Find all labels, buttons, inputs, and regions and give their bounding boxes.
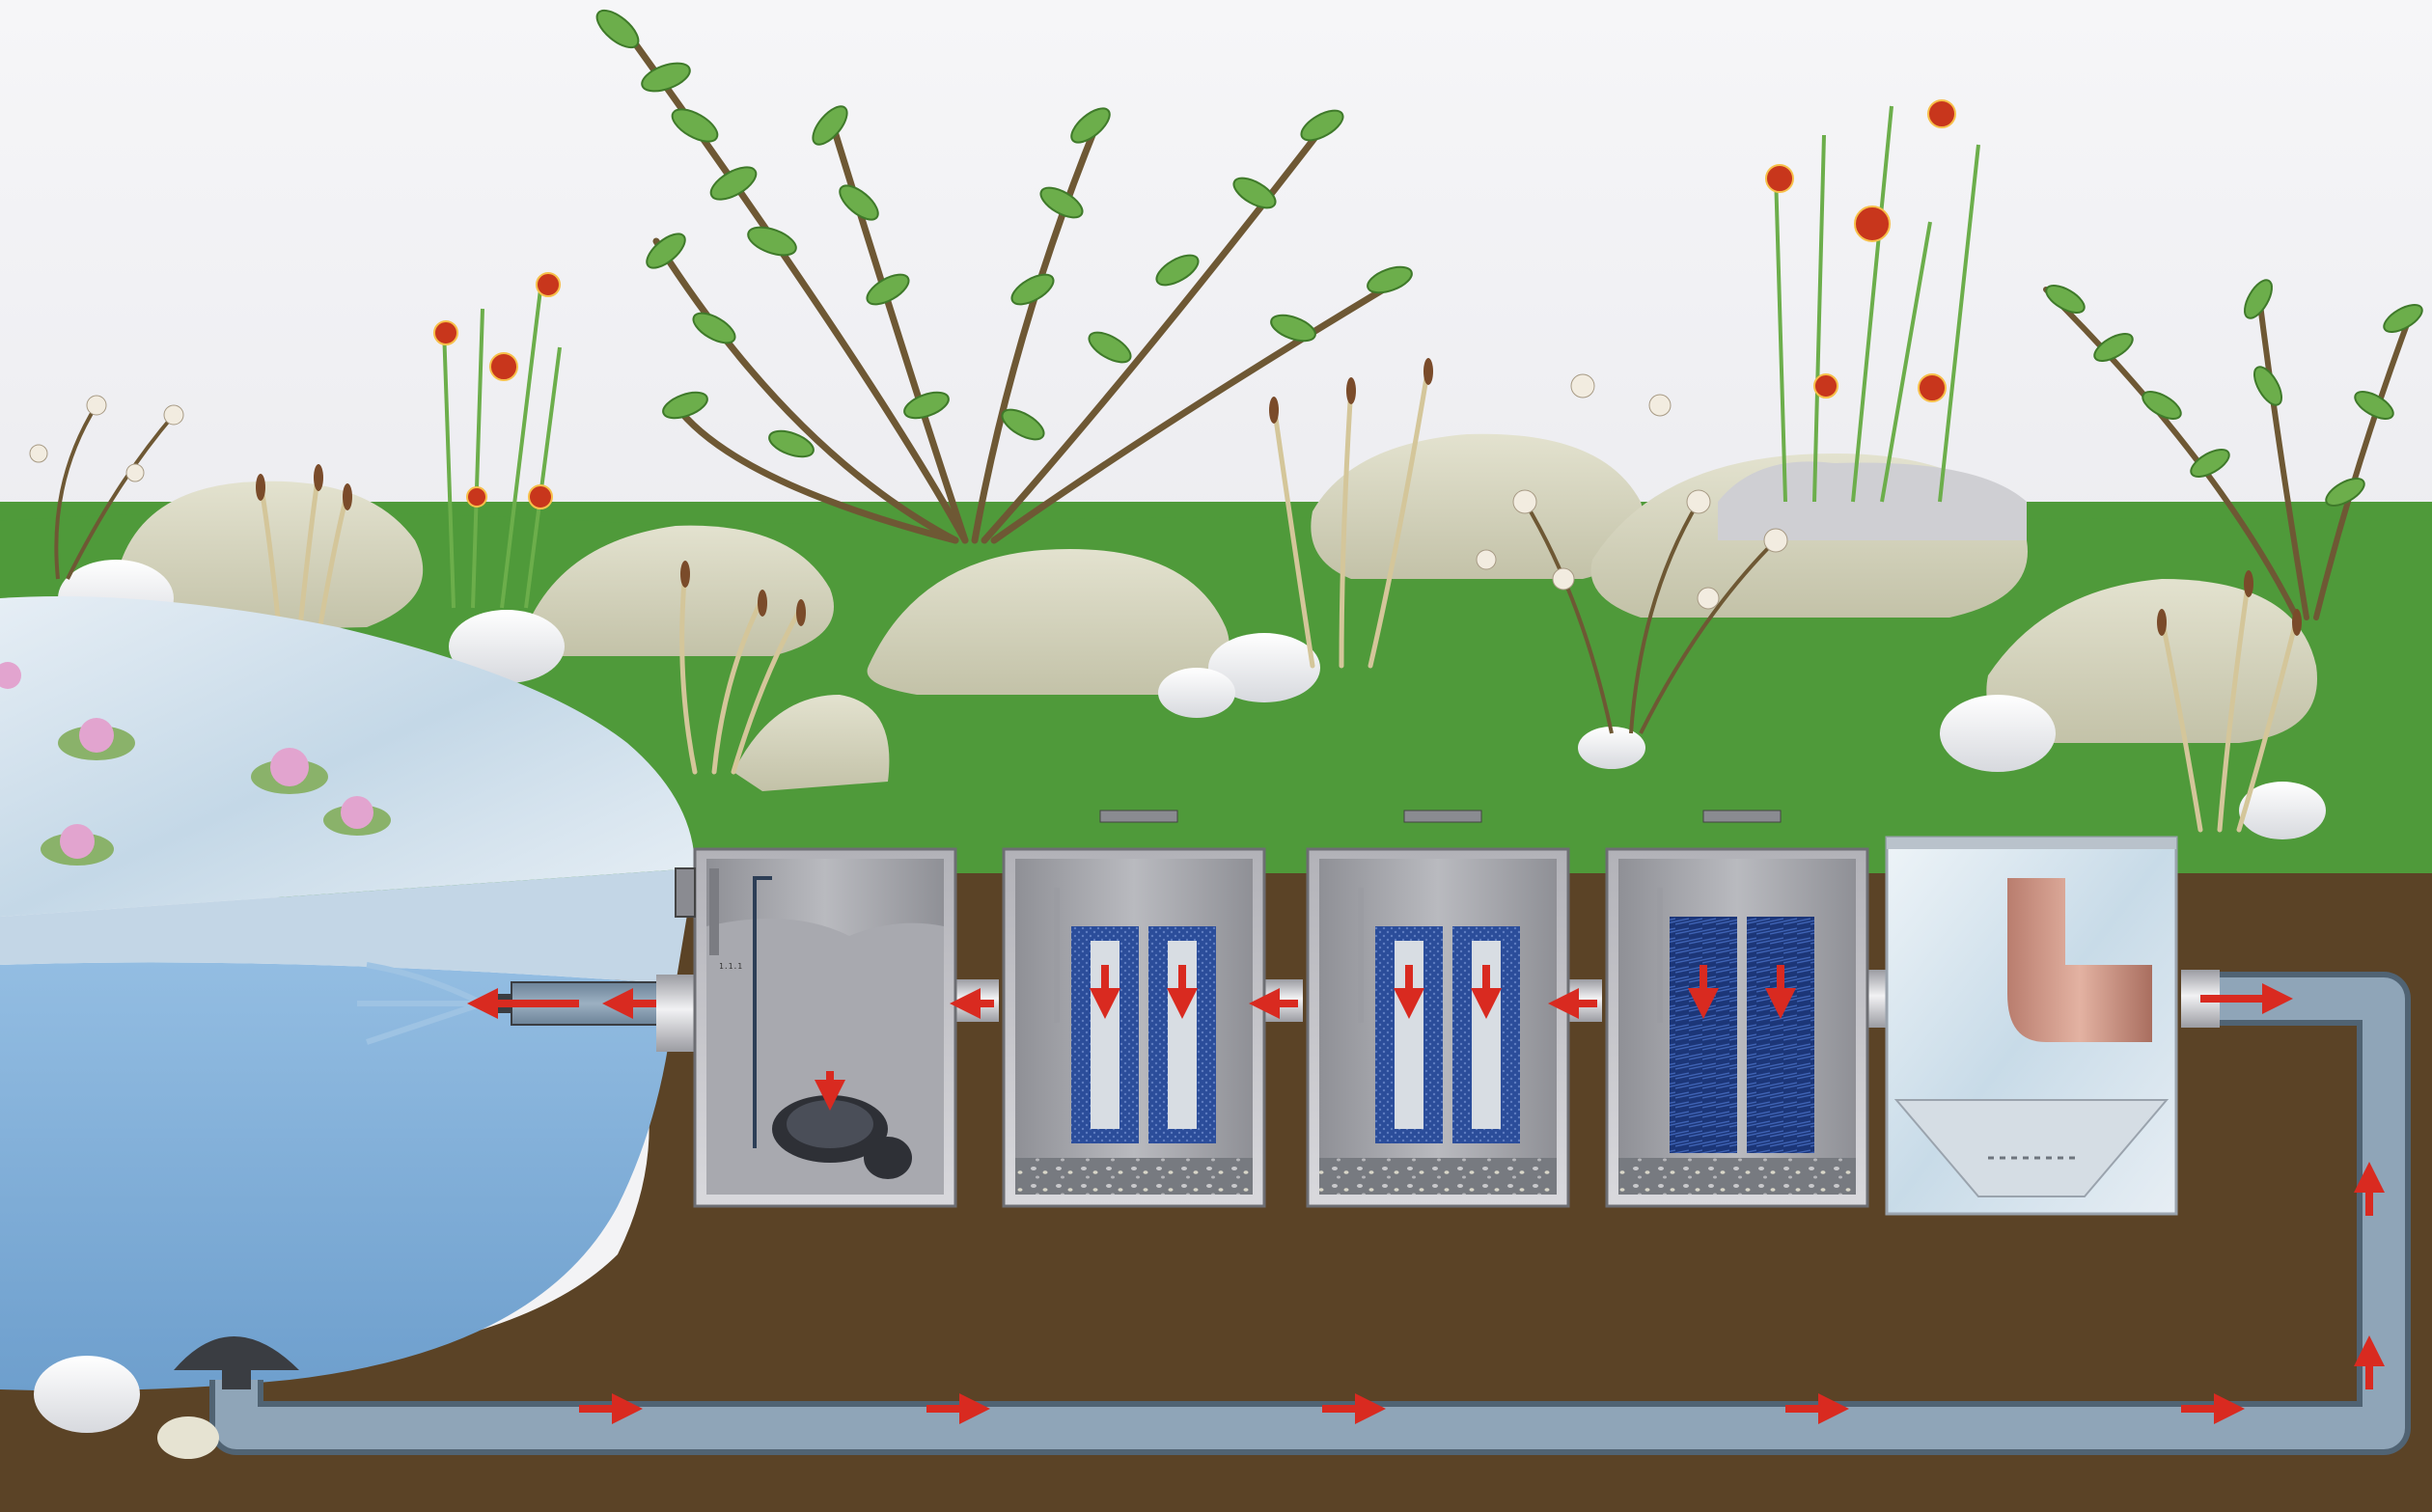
bottom-drain — [34, 1336, 299, 1459]
flower-icon — [163, 404, 184, 426]
pump-icon — [772, 1095, 912, 1179]
rock — [867, 549, 1230, 695]
flower-icon — [1927, 99, 1956, 128]
flower-icon — [536, 272, 561, 297]
flower-icon — [1512, 489, 1537, 514]
pond-surface-edge — [0, 868, 695, 984]
shrub-right — [2043, 287, 2416, 620]
shrub-right-leaves — [2045, 279, 2423, 508]
flower-icon — [1763, 528, 1788, 553]
pump-chamber-label: 1.1.1 — [719, 962, 742, 971]
lily-icon — [270, 748, 309, 786]
pebble — [1158, 668, 1235, 718]
sponge-filter-chamber-b — [1306, 810, 1570, 1208]
red-flowers — [433, 99, 1956, 509]
brush-filter-icon — [1670, 917, 1737, 1153]
lily-icon — [79, 718, 114, 753]
shrub-large-leaves — [595, 9, 1413, 458]
pond-surface — [0, 596, 695, 917]
rock — [733, 695, 890, 791]
lily-icon — [341, 796, 373, 829]
pump-chamber: 1.1.1 — [675, 847, 957, 1208]
flower-icon — [1476, 549, 1497, 570]
flower-icon — [1552, 567, 1575, 591]
rock — [114, 481, 424, 632]
flower-icon — [433, 320, 458, 345]
flower-icon — [1765, 164, 1794, 193]
pond-water — [0, 962, 676, 1391]
flower-icon — [1686, 489, 1711, 514]
flower-icon — [1697, 587, 1720, 610]
flower-icon — [1813, 373, 1838, 399]
sponge-filter-chamber-a — [1002, 810, 1266, 1208]
white-flower-bush — [29, 373, 1788, 734]
flower-icon — [29, 444, 48, 463]
flower-icon — [1570, 373, 1595, 399]
pebble — [449, 610, 565, 683]
return-pipe — [209, 972, 2411, 1455]
flower-icon — [125, 463, 145, 482]
flower-icon — [466, 486, 487, 508]
flower-icon — [528, 484, 553, 509]
flower-icon — [1648, 394, 1672, 417]
pebble — [1578, 727, 1645, 769]
flow-arrows — [467, 965, 2385, 1424]
rock — [1718, 461, 2027, 540]
tall-grass — [442, 105, 1980, 609]
lily-icon — [0, 662, 21, 689]
vortex-settlement-chamber — [1885, 836, 2178, 1216]
lily-icon — [60, 824, 95, 859]
brush-filter-icon — [1747, 917, 1814, 1153]
brush-filter-chamber — [1605, 810, 1869, 1208]
vortex-chamber-icon — [2007, 878, 2152, 1042]
pebble — [1940, 695, 2056, 772]
pebble — [2239, 782, 2326, 839]
dome-drain-icon — [174, 1336, 299, 1370]
flower-icon — [489, 352, 518, 381]
flower-icon — [1918, 373, 1947, 402]
pebble — [1208, 633, 1320, 702]
cattail-heads — [256, 358, 2302, 636]
flower-icon — [86, 395, 107, 416]
water-lilies — [0, 662, 391, 866]
flower-icon — [1854, 206, 1891, 242]
sky — [0, 0, 2432, 579]
